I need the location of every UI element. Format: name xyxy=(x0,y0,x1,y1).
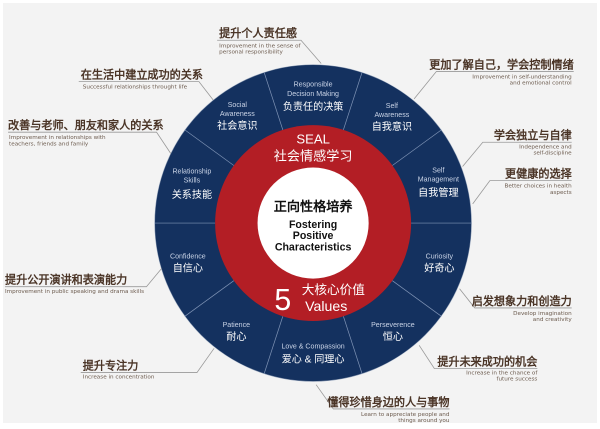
svg-text:Increase in concentration: Increase in concentration xyxy=(83,375,155,381)
segment-divider xyxy=(263,72,284,130)
seal-label: SEAL xyxy=(296,131,330,146)
segment-divider xyxy=(392,280,442,317)
segment-divider xyxy=(263,316,284,375)
svg-text:things around you: things around you xyxy=(398,418,450,424)
svg-text:and emotional control: and emotional control xyxy=(510,81,572,87)
svg-text:启发想象力和创造力: 启发想象力和创造力 xyxy=(472,294,572,308)
segment-responsible-decision-making: Responsible Decision Making 负责任的决策 xyxy=(283,82,344,113)
svg-text:更加了解自己，学会控制情绪: 更加了解自己，学会控制情绪 xyxy=(429,58,573,72)
svg-text:self-discipline: self-discipline xyxy=(533,150,572,156)
segment-love-compassion: Love & Compassion 爱心 & 同理心 xyxy=(281,343,344,365)
svg-text:负责任的决策: 负责任的决策 xyxy=(283,100,344,113)
svg-text:Confidence: Confidence xyxy=(170,253,206,260)
svg-text:and creativity: and creativity xyxy=(533,317,573,323)
five-number: 5 xyxy=(274,284,291,317)
segment-curiosity: Curiosity 好奇心 xyxy=(424,253,454,274)
values-label: Values xyxy=(305,298,347,314)
svg-text:社会意识: 社会意识 xyxy=(217,119,257,132)
svg-text:Independence and: Independence and xyxy=(519,144,572,150)
svg-text:Learn to appreciate people and: Learn to appreciate people and xyxy=(361,412,450,418)
svg-text:Increase in the chance of: Increase in the chance of xyxy=(466,371,538,377)
callout-concentration: 提升专注力 Increase in concentration xyxy=(83,359,155,381)
svg-text:提升公开演讲和表演能力: 提升公开演讲和表演能力 xyxy=(5,273,127,287)
svg-text:提升个人责任感: 提升个人责任感 xyxy=(219,26,297,40)
svg-text:自信心: 自信心 xyxy=(173,262,203,275)
svg-text:Management: Management xyxy=(418,177,459,184)
segment-self-management: Self Management 自我管理 xyxy=(418,168,459,199)
svg-text:更健康的选择: 更健康的选择 xyxy=(505,167,573,181)
segment-relationship-skills: Relationship Skills 关系技能 xyxy=(172,169,212,201)
callout-imagination: 启发想象力和创造力 Develop imagination and creati… xyxy=(472,294,573,323)
segment-divider xyxy=(392,129,442,166)
svg-text:Improvement in the sense of: Improvement in the sense of xyxy=(219,43,301,49)
svg-text:Improvement in self-understand: Improvement in self-understanding xyxy=(472,75,572,81)
segment-divider xyxy=(343,72,363,130)
svg-text:Perseverence: Perseverence xyxy=(371,322,415,329)
values-cn-label: 大核心价值 xyxy=(302,282,365,297)
seal-cn-label: 社会情感学习 xyxy=(274,147,353,164)
callout-relationships-teachers: 改善与老师、朋友和家人的关系 Improvement in relationsh… xyxy=(8,118,164,147)
svg-text:Responsible: Responsible xyxy=(294,82,333,89)
svg-text:学会独立与自律: 学会独立与自律 xyxy=(494,128,572,142)
svg-text:好奇心: 好奇心 xyxy=(424,262,454,275)
svg-text:Successful relationships throu: Successful relationships throught life xyxy=(83,85,188,91)
callout-responsibility: 提升个人责任感 Improvement in the sense of pers… xyxy=(219,26,301,55)
svg-text:Improvement in relationships w: Improvement in relationships with xyxy=(9,135,106,141)
callout-health: 更健康的选择 Better choices in health aspects xyxy=(505,167,573,196)
svg-text:爱心 & 同理心: 爱心 & 同理心 xyxy=(282,352,345,365)
svg-text:关系技能: 关系技能 xyxy=(172,188,212,201)
segment-divider xyxy=(184,129,235,166)
svg-text:Develop imagination: Develop imagination xyxy=(513,311,572,317)
center-title-cn: 正向性格培养 xyxy=(274,198,354,215)
segment-divider xyxy=(184,280,235,317)
svg-text:Decision Making: Decision Making xyxy=(287,91,339,98)
svg-text:提升未来成功的机会: 提升未来成功的机会 xyxy=(437,354,538,368)
svg-text:Awareness: Awareness xyxy=(220,111,255,118)
svg-text:Skills: Skills xyxy=(184,178,201,185)
segment-confidence: Confidence 自信心 xyxy=(170,253,206,274)
callout-appreciate: 懂得珍惜身边的人与事物 Learn to appreciate people a… xyxy=(327,395,450,424)
svg-text:aspects: aspects xyxy=(550,190,572,196)
diagram-canvas: 正向性格培养 Fostering Positive Characteristic… xyxy=(3,3,597,424)
segment-perseverence: Perseverence 恒心 xyxy=(371,322,415,343)
svg-text:future success: future success xyxy=(496,377,537,383)
seal-diagram: 正向性格培养 Fostering Positive Characteristic… xyxy=(5,26,574,424)
center-title-en-1: Fostering xyxy=(289,219,337,231)
segment-patience: Patience 耐心 xyxy=(223,322,251,343)
svg-text:在生活中建立成功的关系: 在生活中建立成功的关系 xyxy=(81,68,203,82)
svg-text:Self: Self xyxy=(432,168,444,175)
segment-divider xyxy=(343,316,363,375)
svg-text:耐心: 耐心 xyxy=(226,330,246,343)
callout-future-success: 提升未来成功的机会 Increase in the chance of futu… xyxy=(437,354,538,382)
svg-text:Better choices in health: Better choices in health xyxy=(505,184,573,190)
segment-social-awareness: Social Awareness 社会意识 xyxy=(217,102,257,132)
svg-text:自我管理: 自我管理 xyxy=(418,186,458,199)
svg-text:自我意识: 自我意识 xyxy=(372,120,412,133)
center-title-en-2: Positive xyxy=(293,230,334,242)
svg-text:teachers, friends and family: teachers, friends and family xyxy=(9,141,89,147)
svg-text:提升专注力: 提升专注力 xyxy=(83,359,139,373)
svg-text:恒心: 恒心 xyxy=(383,330,403,343)
svg-text:Relationship: Relationship xyxy=(172,169,211,176)
callout-lines xyxy=(5,39,574,410)
svg-text:Patience: Patience xyxy=(223,322,251,329)
svg-text:Awareness: Awareness xyxy=(374,112,409,119)
center-circle xyxy=(257,167,369,279)
svg-text:Curiosity: Curiosity xyxy=(426,253,454,260)
callout-self-understanding: 更加了解自己，学会控制情绪 Improvement in self-unders… xyxy=(429,58,573,87)
center-title-en-3: Characteristics xyxy=(275,241,352,253)
svg-text:Improvement in public speaking: Improvement in public speaking and drama… xyxy=(5,289,144,295)
svg-text:Love & Compassion: Love & Compassion xyxy=(281,343,344,350)
svg-text:改善与老师、朋友和家人的关系: 改善与老师、朋友和家人的关系 xyxy=(8,118,164,132)
svg-text:懂得珍惜身边的人与事物: 懂得珍惜身边的人与事物 xyxy=(327,395,449,409)
svg-text:Self: Self xyxy=(386,103,398,110)
svg-text:Social: Social xyxy=(228,102,248,109)
segment-self-awareness: Self Awareness 自我意识 xyxy=(372,103,412,133)
callout-independence: 学会独立与自律 Independence and self-discipline xyxy=(494,128,572,156)
segment-dividers xyxy=(154,72,472,375)
callout-relationships-life: 在生活中建立成功的关系 Successful relationships thr… xyxy=(81,68,203,91)
svg-text:personal responsibility: personal responsibility xyxy=(219,49,283,55)
callout-public-speaking: 提升公开演讲和表演能力 Improvement in public speaki… xyxy=(5,273,144,295)
